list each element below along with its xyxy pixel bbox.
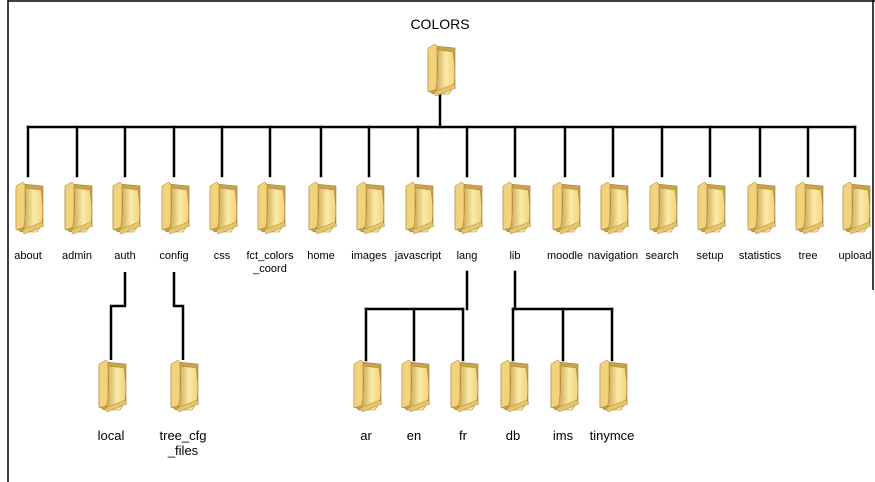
folder-label-about: about — [14, 250, 42, 262]
folder-icon — [502, 181, 532, 235]
folder-label-auth: auth — [114, 250, 136, 262]
folder-label-ims: ims — [552, 428, 574, 443]
folder-label-upload: upload — [838, 250, 872, 262]
folder-label-local: local — [97, 428, 125, 443]
folder-label-search: search — [645, 250, 679, 262]
folder-label-lang: lang — [456, 250, 478, 262]
folder-icon — [427, 43, 457, 97]
folder-icon — [209, 181, 239, 235]
folder-label-config: config — [159, 250, 189, 262]
folder-icon — [308, 181, 338, 235]
folder-label-home: home — [307, 250, 335, 262]
folder-icon — [697, 181, 727, 235]
folder-label-en: en — [406, 428, 422, 443]
folder-label-fr: fr — [459, 428, 467, 443]
folder-icon — [454, 181, 484, 235]
folder-icon — [552, 181, 582, 235]
folder-label-admin: admin — [62, 250, 92, 262]
folder-label-tinymce: tinymce — [589, 428, 635, 443]
folder-icons — [15, 43, 872, 413]
folder-icon — [170, 359, 200, 413]
folder-label-moodle: moodle — [546, 250, 584, 262]
folder-icon — [842, 181, 872, 235]
config-tree-cfg-connector — [172, 272, 185, 360]
folder-icon — [599, 359, 629, 413]
folder-icon — [112, 181, 142, 235]
folder-icon — [401, 359, 431, 413]
folder-icon — [747, 181, 777, 235]
folder-icon — [450, 359, 480, 413]
folder-label-lib: lib — [509, 250, 521, 262]
folder-label-ar: ar — [360, 428, 372, 443]
folder-icon — [15, 181, 45, 235]
folder-label-navigation: navigation — [587, 250, 639, 262]
folder-icon — [649, 181, 679, 235]
folder-label-images: images — [351, 250, 387, 262]
folder-icon — [600, 181, 630, 235]
tree-connectors — [26, 90, 857, 362]
folder-label-statistics: statistics — [738, 250, 782, 262]
folder-icon — [356, 181, 386, 235]
folder-label-javascript: javascript — [394, 250, 442, 262]
folder-icon — [257, 181, 287, 235]
folder-icon — [405, 181, 435, 235]
folder-icon — [500, 359, 530, 413]
folder-label-fct-colors-coord: fct_colors_coord — [246, 250, 294, 275]
folder-icon — [98, 359, 128, 413]
folder-label-db: db — [505, 428, 521, 443]
folder-label-css: css — [213, 250, 231, 262]
folder-icon — [550, 359, 580, 413]
folder-icon — [161, 181, 191, 235]
folder-label-tree-cfg-files: tree_cfg_files — [159, 428, 207, 458]
folder-label-setup: setup — [696, 250, 724, 262]
folder-icon — [353, 359, 383, 413]
root-label: COLORS — [410, 16, 470, 32]
auth-local-connector — [109, 272, 127, 360]
diagram-frame — [7, 0, 875, 482]
folder-icon — [795, 181, 825, 235]
folder-label-tree: tree — [798, 250, 818, 262]
folder-icon — [64, 181, 94, 235]
